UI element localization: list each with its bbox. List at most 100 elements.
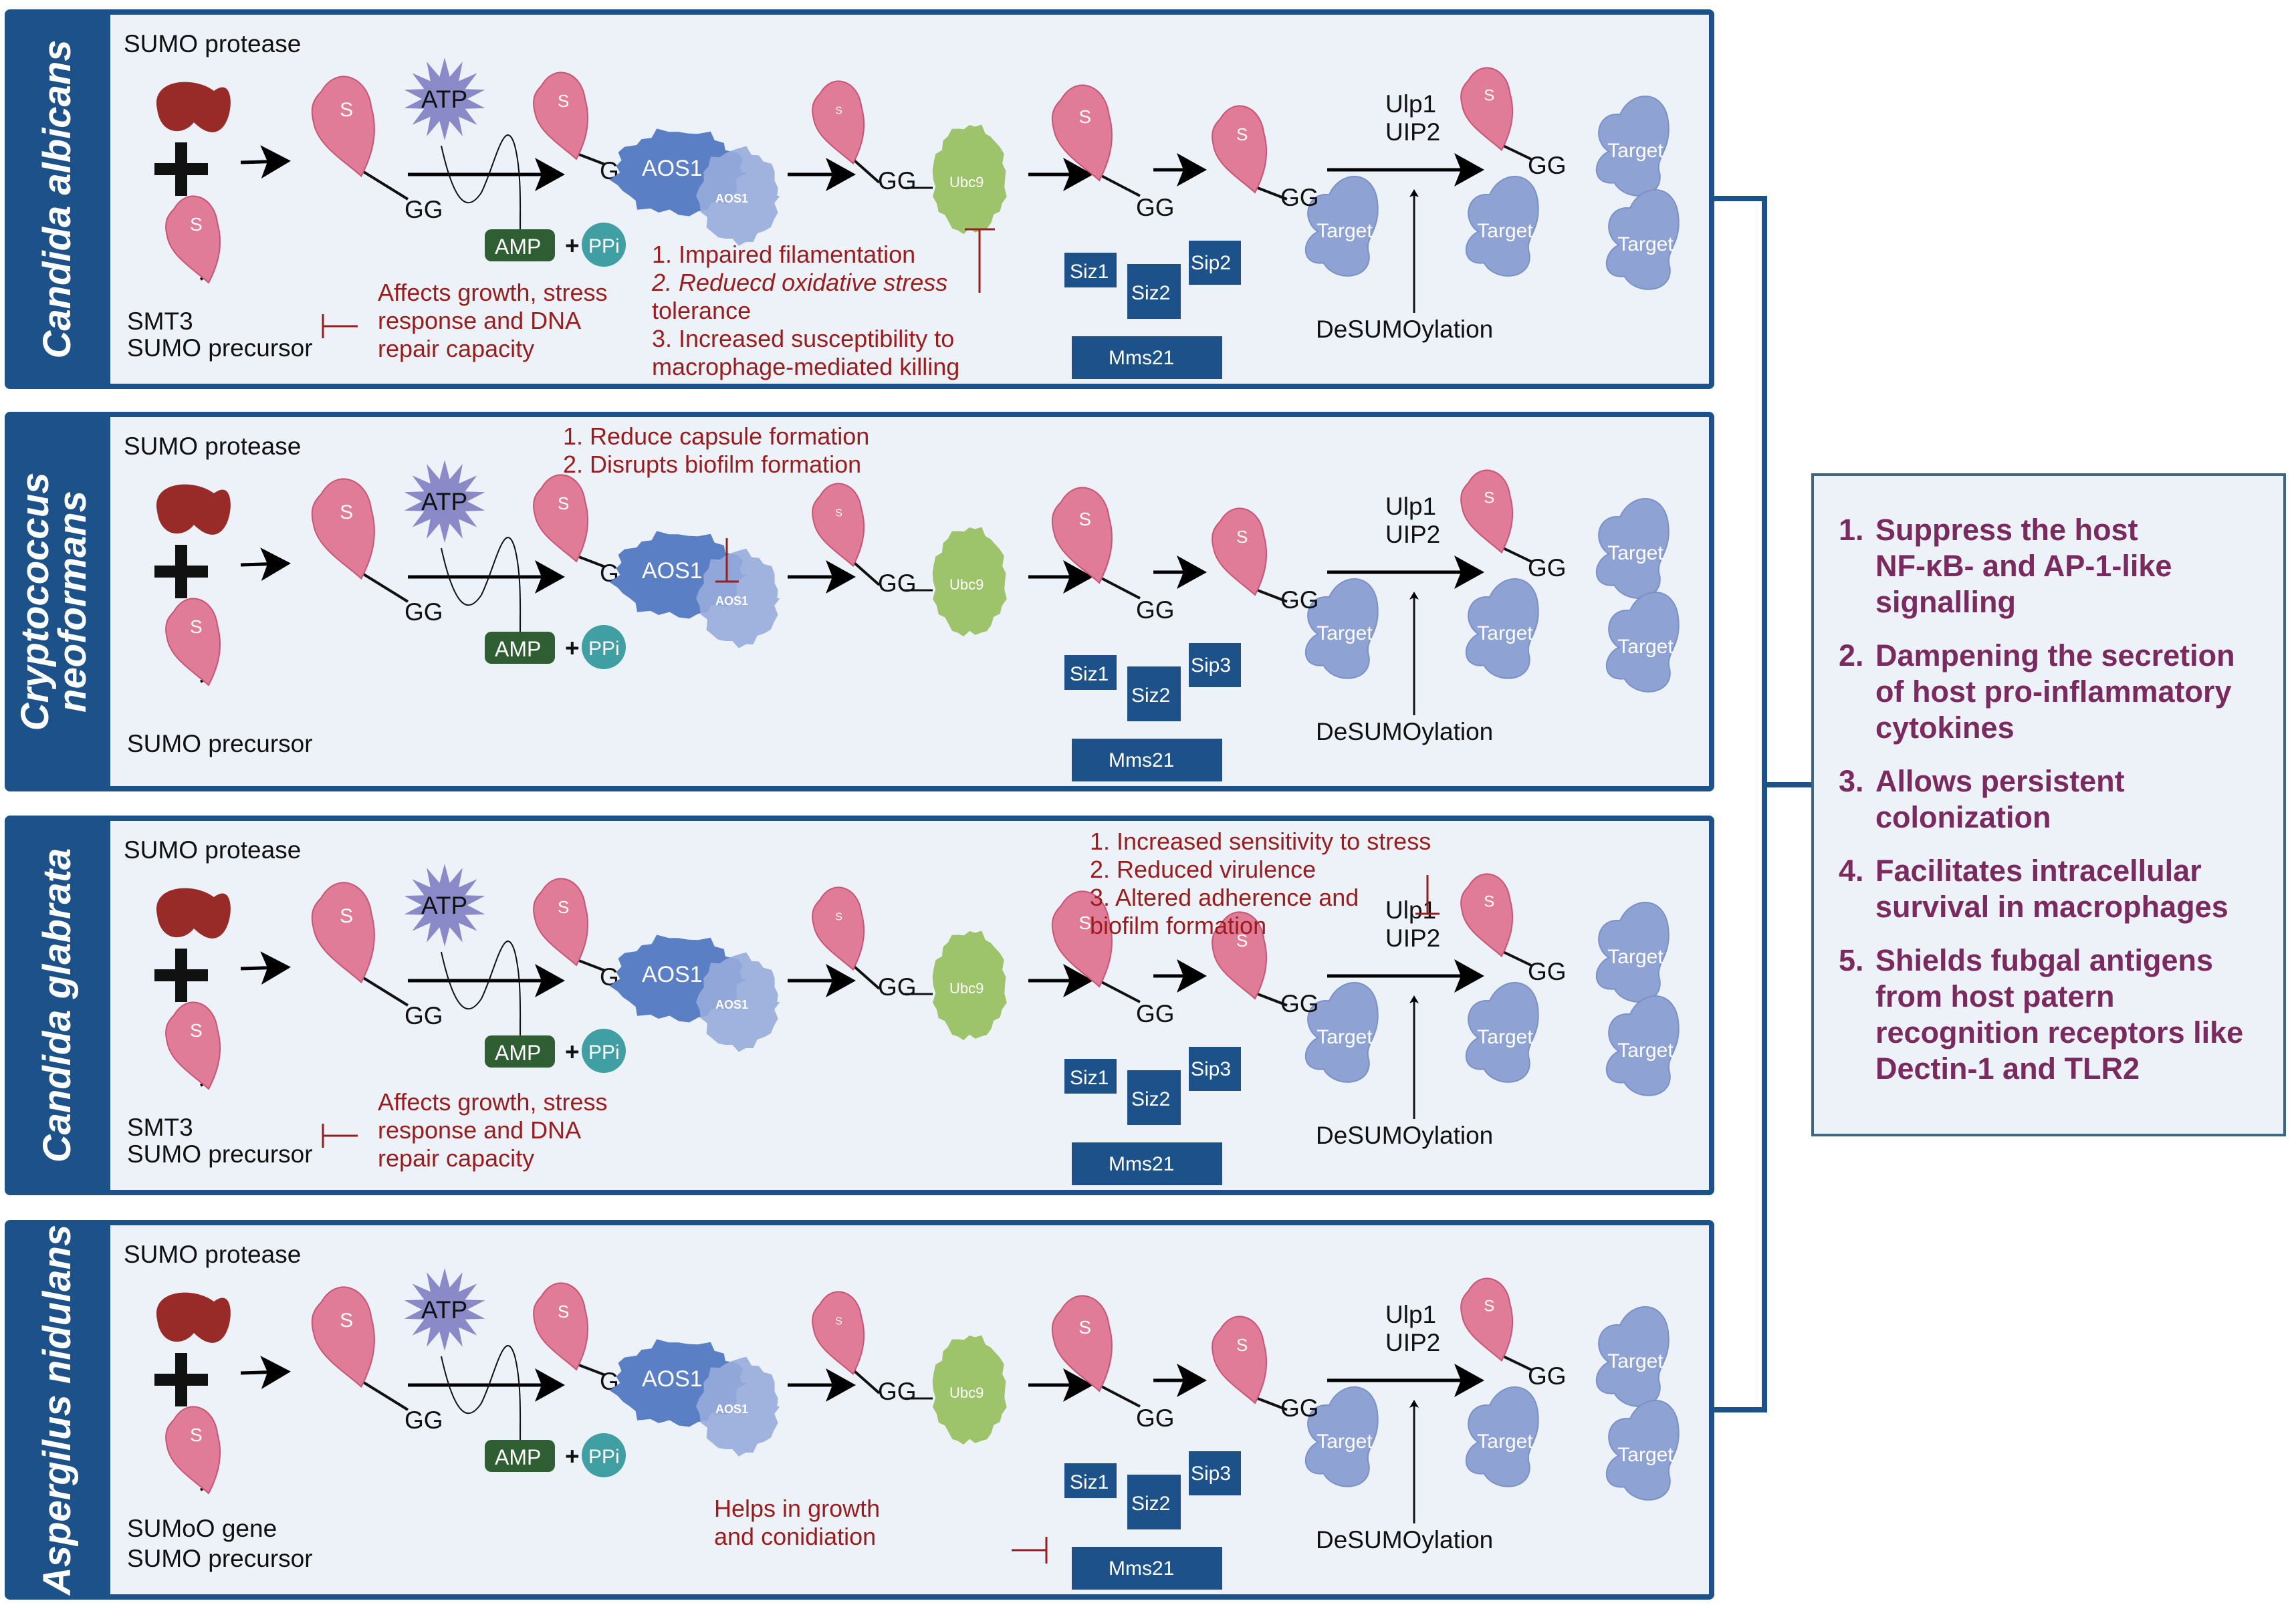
siz1-label: Siz1: [1070, 1067, 1109, 1089]
ubc9-enzyme-icon: [932, 1335, 1007, 1445]
precursor-effect-line: Affects growth, stress: [378, 1088, 607, 1116]
target-protein: Target: [1304, 981, 1379, 1083]
siz1-box: [1064, 253, 1117, 287]
amp-box: [485, 632, 555, 664]
sumo-protease-icon: [156, 82, 231, 132]
species-name: Candida glabrata: [35, 848, 79, 1163]
sumo-body-icon: [533, 72, 589, 160]
target-protein: Target: [1304, 1386, 1379, 1487]
sumo-body-icon: [812, 80, 865, 165]
sumo-letter: S: [340, 501, 353, 523]
sumo-tail: [1252, 1395, 1288, 1411]
siz2-box: [1127, 264, 1181, 319]
sumo-body-icon: [165, 598, 221, 687]
aos1-label: AOS1: [642, 156, 703, 181]
target-protein: Target: [1605, 1399, 1680, 1501]
sip-label: Sip3: [1191, 1463, 1231, 1485]
desumoylation-label: DeSUMOylation: [1316, 718, 1493, 745]
aos1-label: AOS1: [642, 1366, 703, 1392]
mms21-label: Mms21: [1109, 1558, 1174, 1580]
phenotype-line: and conidiation: [714, 1523, 876, 1550]
siz1-label: Siz1: [1070, 663, 1109, 685]
sumo-protein: SGG: [812, 483, 917, 597]
siz1-box: [1064, 1463, 1117, 1498]
mms21-box: [1072, 336, 1222, 379]
gg-label: GG: [1528, 1362, 1567, 1390]
target-label: Target: [1316, 622, 1373, 644]
phenotype-line: 3. Increased susceptibility to: [652, 325, 954, 352]
ppi-circle: [582, 223, 626, 267]
sumo-body-icon: [165, 195, 221, 284]
phenotype-line: 3. Altered adherence and: [1090, 884, 1359, 911]
target-body-icon: [1465, 578, 1539, 679]
mms21-box: [1072, 739, 1222, 781]
summary-item-number: 2.: [1839, 638, 1864, 672]
summary-item-line: NF-κB- and AP-1-like: [1875, 549, 2172, 583]
sumo-letter: S: [190, 616, 203, 637]
summary-frame: [1811, 473, 2286, 1136]
sumo-protein: SGG: [1212, 911, 1319, 1017]
target-protein: Target: [1465, 981, 1539, 1083]
gg-label: GG: [1136, 1000, 1175, 1027]
target-body-icon: [1605, 1399, 1680, 1501]
ubc9-label: Ubc9: [949, 980, 984, 997]
amp-label: AMP: [495, 235, 541, 259]
sumo-protein: SGG: [1051, 487, 1175, 624]
sumo-protease-label: SUMO protease: [124, 432, 301, 460]
target-body-icon: [1304, 1386, 1379, 1487]
sumo-tail: [1498, 142, 1532, 160]
sumo-precursor-label: SUMO precursor: [127, 1140, 313, 1168]
target-label: Target: [1617, 1444, 1674, 1466]
amp-label: AMP: [495, 1445, 541, 1469]
sumo-protein: SGG: [1212, 105, 1319, 211]
precursor-gene-label: SMT3: [127, 307, 193, 335]
sumo-protein: SGG: [812, 80, 917, 195]
sumo-tail: [1095, 172, 1141, 197]
sumo-body-icon: [1460, 469, 1514, 554]
precursor-effect-line: Affects growth, stress: [378, 279, 607, 306]
siz1-label: Siz1: [1070, 1471, 1109, 1493]
uip2-label: UIP2: [1385, 521, 1440, 548]
mms21-box: [1072, 1547, 1222, 1590]
precursor-effect-line: response and DNA: [378, 307, 581, 334]
target-label: Target: [1607, 946, 1663, 968]
target-body-icon: [1595, 901, 1670, 1003]
sumo-body-icon: [812, 483, 865, 568]
sumo-body-icon: [311, 76, 375, 178]
sumo-tail: [849, 156, 881, 184]
precursor-effect-line: repair capacity: [378, 335, 534, 362]
summary-item-number: 1.: [1839, 513, 1864, 547]
aos1-subunit-icon: [696, 548, 780, 648]
gg-label: GG: [1280, 184, 1319, 211]
sip-label: Sip3: [1191, 654, 1231, 676]
target-label: Target: [1316, 220, 1373, 242]
mms21-label: Mms21: [1109, 1153, 1174, 1175]
phenotype-line: 2. Disrupts biofilm formation: [563, 451, 861, 478]
ulp1-label: Ulp1: [1385, 896, 1436, 924]
target-body-icon: [1605, 591, 1680, 693]
siz2-box: [1127, 1475, 1181, 1529]
aos1-small-label: AOS1: [715, 594, 748, 608]
plus-label: +: [565, 1038, 580, 1066]
target-protein: Target: [1465, 1386, 1539, 1487]
atp-hydrolysis-curve: [441, 134, 522, 240]
siz2-label: Siz2: [1131, 282, 1170, 304]
atp-star-icon: [404, 57, 485, 140]
phenotype-line: 2. Reduecd oxidative stress: [651, 269, 947, 296]
sumo-letter: S: [835, 911, 842, 922]
sumo-letter: S: [558, 1302, 569, 1322]
sumo-protein: SGG: [1051, 890, 1175, 1027]
target-body-icon: [1605, 995, 1680, 1096]
mms21-box: [1072, 1142, 1222, 1185]
plus-icon-h: [154, 566, 208, 578]
arrow: [240, 547, 291, 582]
sumo-body-icon: [1212, 105, 1268, 194]
sumo-letter: S: [1078, 509, 1091, 529]
sumo-letter: S: [1078, 1317, 1091, 1338]
